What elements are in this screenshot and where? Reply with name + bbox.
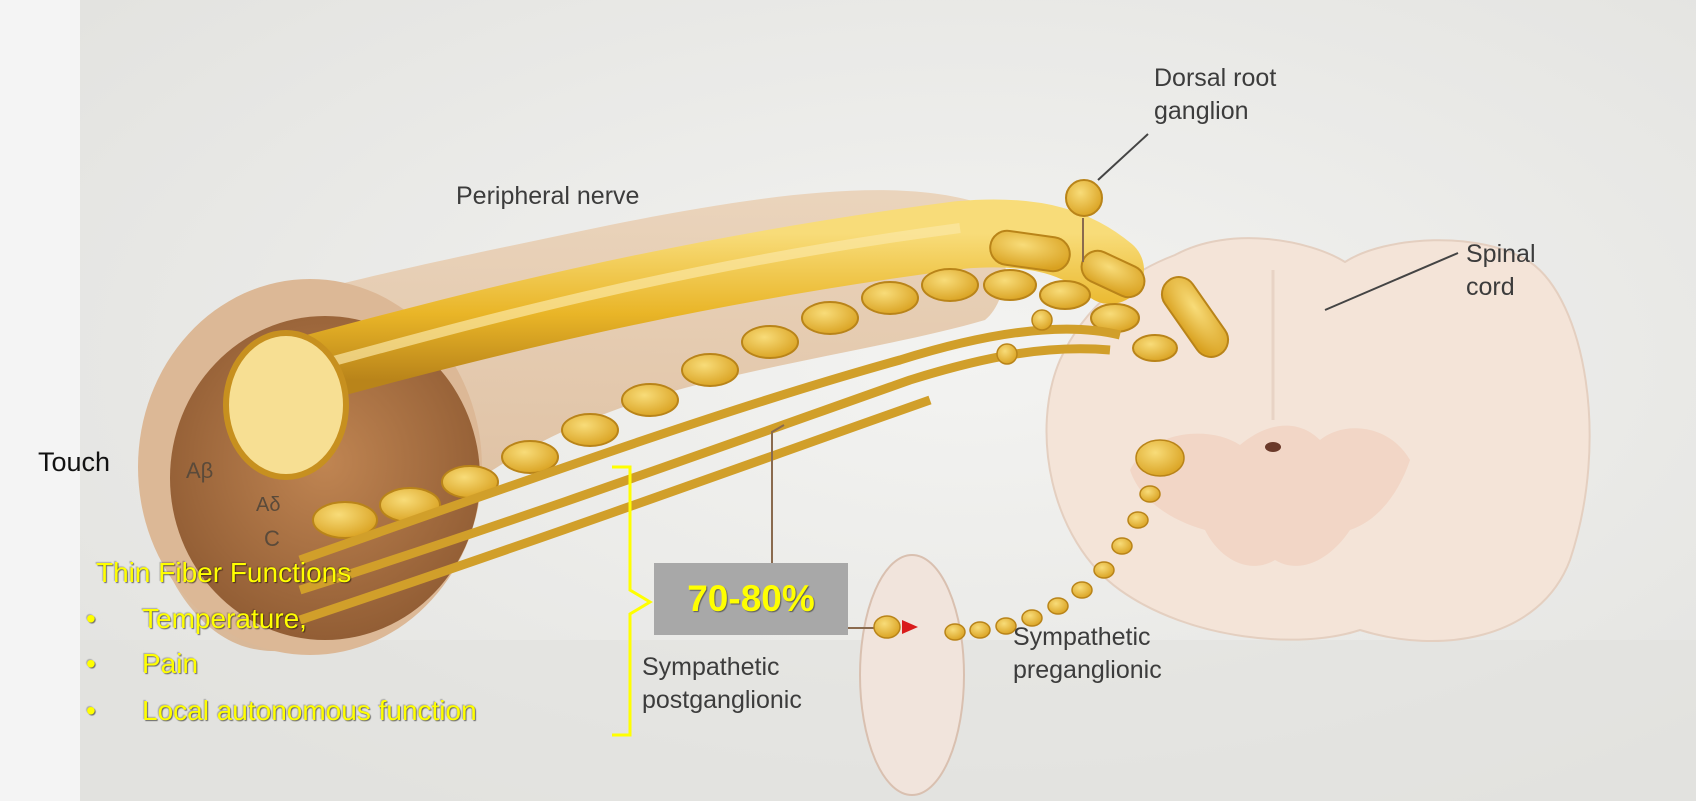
detached-bead-1 <box>1032 310 1052 330</box>
central-canal <box>1265 442 1281 452</box>
label-sympathetic-preganglionic: Sympathetic preganglionic <box>1013 621 1162 687</box>
dorsal-root-ganglion-cell <box>1066 180 1102 216</box>
overlay-item-text: Local autonomous function <box>142 695 477 726</box>
bullet-icon: • <box>86 648 142 680</box>
percentage-badge: 70-80% <box>654 563 848 635</box>
touch-label: Touch <box>38 447 110 478</box>
overlay-item: •Pain <box>86 648 198 680</box>
left-margin <box>0 0 80 801</box>
overlay-item-text: Pain <box>142 648 198 679</box>
label-sympathetic-postganglionic: Sympathetic postganglionic <box>642 651 802 717</box>
overlay-item: •Temperature, <box>86 603 307 635</box>
overlay-item-text: Temperature, <box>142 603 307 634</box>
label-a-delta: Aδ <box>256 494 280 517</box>
overlay-title: Thin Fiber Functions <box>96 557 351 589</box>
label-a-beta: Aβ <box>186 458 213 484</box>
bullet-icon: • <box>86 603 142 635</box>
sympathetic-ganglion <box>860 555 964 795</box>
a-beta-fiber-end <box>226 333 346 477</box>
label-peripheral-nerve: Peripheral nerve <box>456 180 639 213</box>
label-dorsal-root-ganglion: Dorsal root ganglion <box>1154 62 1276 128</box>
bullet-icon: • <box>86 695 142 727</box>
detached-bead-2 <box>997 344 1017 364</box>
label-spinal-cord: Spinal cord <box>1466 238 1536 304</box>
percentage-text: 70-80% <box>687 578 815 620</box>
label-c: C <box>264 526 280 552</box>
overlay-item: •Local autonomous function <box>86 695 477 727</box>
